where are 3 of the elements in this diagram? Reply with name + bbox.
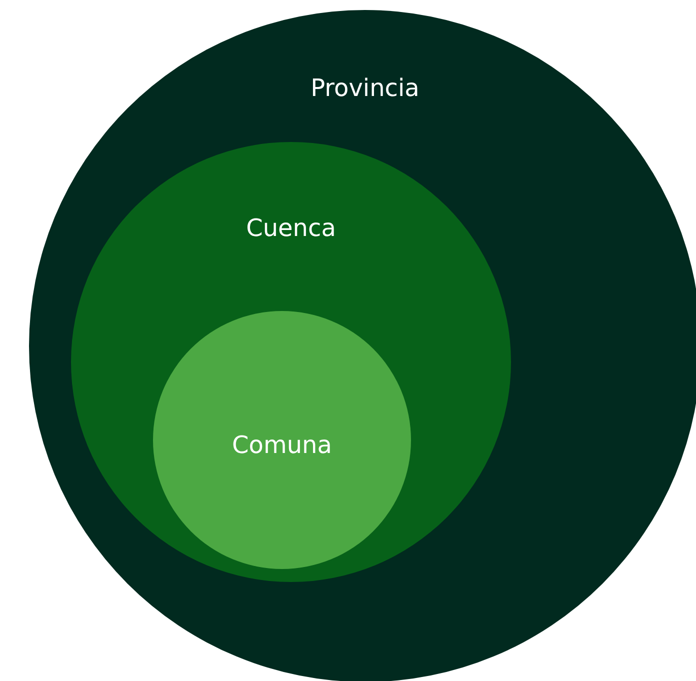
region-label: Provincia: [310, 73, 420, 103]
region-label: Cuenca: [245, 213, 337, 243]
region-label: Comuna: [231, 430, 333, 460]
